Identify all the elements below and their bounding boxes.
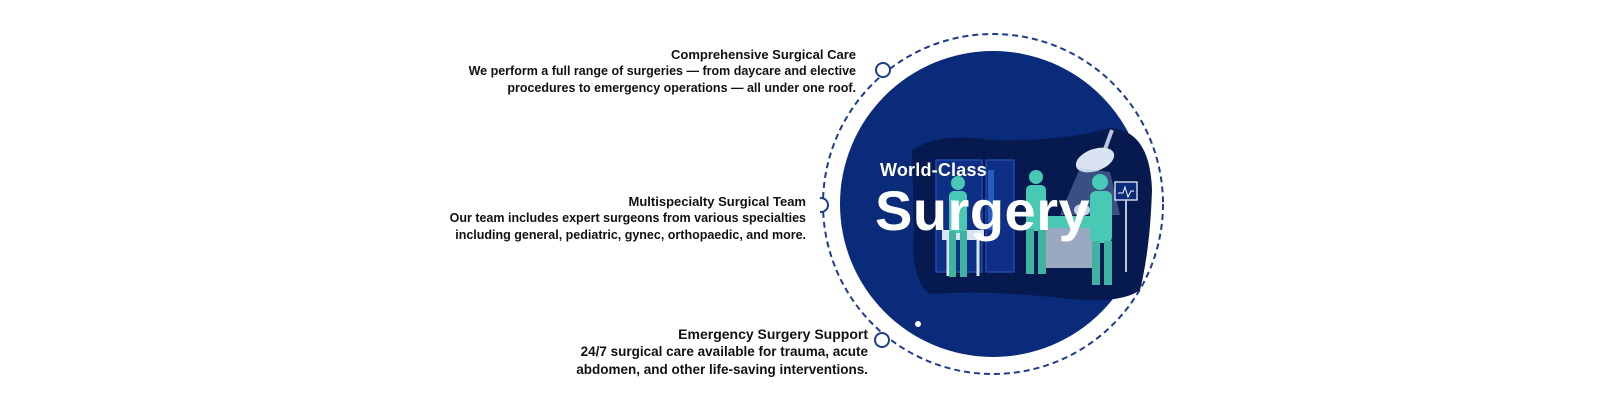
- feature-comprehensive-care: Comprehensive Surgical Care We perform a…: [376, 46, 856, 97]
- feature-title: Comprehensive Surgical Care: [671, 47, 856, 62]
- feature-desc-line: Our team includes expert surgeons from v…: [449, 211, 806, 225]
- feature-desc-line: abdomen, and other life-saving intervent…: [576, 362, 868, 377]
- heartbeat-line: [1118, 185, 1134, 199]
- table-base: [1040, 228, 1096, 268]
- connector-marker: [875, 62, 891, 78]
- feature-desc-line: We perform a full range of surgeries — f…: [468, 64, 856, 78]
- feature-multispecialty-team: Multispecialty Surgical Team Our team in…: [326, 193, 806, 244]
- connector-marker: [874, 332, 890, 348]
- window-highlight: [988, 170, 994, 230]
- hero-subtitle: World-Class: [880, 160, 987, 180]
- patient-head: [1074, 204, 1090, 216]
- hero-title: Surgery: [875, 179, 1091, 242]
- operating-table: [1030, 216, 1104, 228]
- feature-desc-line: 24/7 surgical care available for trauma,…: [580, 344, 868, 359]
- surgeon-figure: [1026, 170, 1046, 274]
- feature-emergency-support: Emergency Surgery Support 24/7 surgical …: [388, 325, 868, 379]
- lamp-head-icon: [1075, 147, 1115, 173]
- operating-room-illustration: [912, 128, 1152, 301]
- feature-title: Emergency Surgery Support: [678, 326, 868, 342]
- surgeon-figure: [949, 176, 967, 277]
- connector-marker: [820, 197, 829, 213]
- decorative-dot: [915, 321, 921, 327]
- surgeon-figure: [1090, 174, 1112, 285]
- feature-desc-line: procedures to emergency operations — all…: [507, 81, 856, 95]
- feature-desc-line: including general, pediatric, gynec, ort…: [455, 228, 806, 242]
- feature-title: Multispecialty Surgical Team: [628, 194, 806, 209]
- surgery-hero-graphic: [820, 33, 1164, 375]
